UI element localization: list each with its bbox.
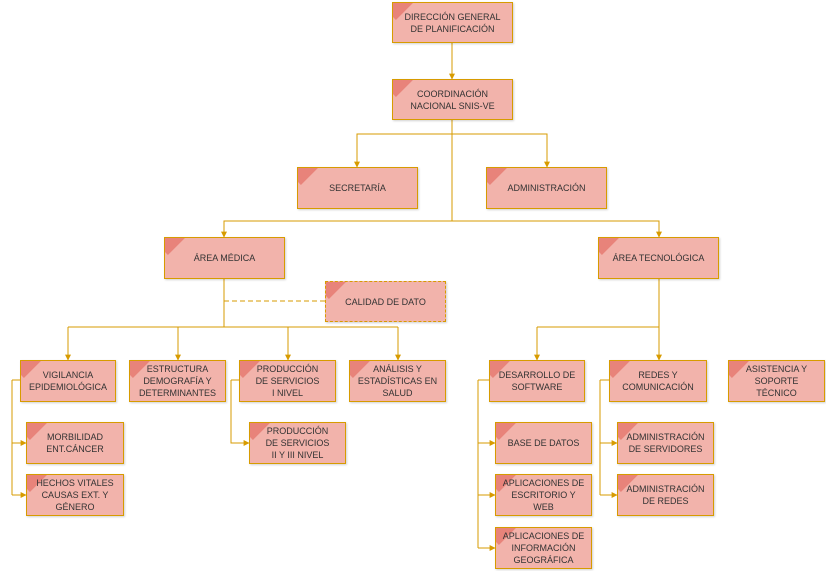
node-produccion-1[interactable]: PRODUCCIÓN DE SERVICIOS I NIVEL [239,360,336,402]
node-redes-label: REDES Y COMUNICACIÓN [622,370,694,392]
node-morbilidad-label: MORBILIDAD ENT.CÁNCER [46,432,104,454]
connector-line [452,220,662,238]
node-estructura[interactable]: ESTRUCTURA DEMOGRAFÍA Y DETERMINANTES [129,360,226,402]
node-calidad-label: CALIDAD DE DATO [345,296,426,307]
node-admin-redes-label: ADMINISTRACIÓN DE REDES [626,484,705,506]
node-vigilancia[interactable]: VIGILANCIA EPIDEMIOLÓGICA [20,360,116,402]
node-area-medica-label: ÁREA MÉDICA [193,253,256,263]
node-direccion[interactable]: DIRECCIÓN GENERAL DE PLANIFICACIÓN [392,2,513,43]
node-estructura-label: ESTRUCTURA DEMOGRAFÍA Y DETERMINANTES [138,364,216,398]
node-desarrollo-label: DESARROLLO DE SOFTWARE [498,370,576,392]
node-administracion[interactable]: ADMINISTRACIÓN [486,167,607,209]
node-analisis-label: ANÁLISIS Y ESTADÍSTICAS EN SALUD [357,364,438,398]
node-asistencia-label: ASISTENCIA Y SOPORTE TÉCNICO [745,364,808,398]
node-redes[interactable]: REDES Y COMUNICACIÓN [609,360,707,402]
node-area-medica[interactable]: ÁREA MÉDICA [164,237,285,279]
connector-line [230,380,250,446]
connector-line [221,220,452,238]
node-produccion-2-label: PRODUCCIÓN DE SERVICIOS II Y III NIVEL [265,426,330,460]
node-aplicaciones-web-label: APLICACIONES DE ESCRITORIO Y WEB [502,478,585,512]
node-coordinacion[interactable]: COORDINACIÓN NACIONAL SNIS-VE [392,79,513,120]
node-hechos-vitales[interactable]: HECHOS VITALES CAUSAS EXT. Y GÉNERO [26,474,124,516]
node-produccion-2[interactable]: PRODUCCIÓN DE SERVICIOS II Y III NIVEL [249,422,346,464]
node-area-tecnologica[interactable]: ÁREA TECNOLÓGICA [598,237,719,279]
node-vigilancia-label: VIGILANCIA EPIDEMIOLÓGICA [28,370,108,392]
node-admin-servidores[interactable]: ADMINISTRACIÓN DE SERVIDORES [617,422,714,464]
connector-line [354,133,452,168]
node-morbilidad[interactable]: MORBILIDAD ENT.CÁNCER [26,422,124,464]
node-produccion-1-label: PRODUCCIÓN DE SERVICIOS I NIVEL [255,364,320,398]
node-aplicaciones-geo[interactable]: APLICACIONES DE INFORMACIÓN GEOGRÁFICA [495,527,592,569]
node-desarrollo[interactable]: DESARROLLO DE SOFTWARE [489,360,585,402]
node-admin-servidores-label: ADMINISTRACIÓN DE SERVIDORES [626,432,705,454]
node-area-tecnologica-label: ÁREA TECNOLÓGICA [612,253,705,263]
node-secretaria[interactable]: SECRETARÍA [297,167,418,209]
node-analisis[interactable]: ANÁLISIS Y ESTADÍSTICAS EN SALUD [349,360,446,402]
node-asistencia[interactable]: ASISTENCIA Y SOPORTE TÉCNICO [728,360,825,402]
node-admin-redes[interactable]: ADMINISTRACIÓN DE REDES [617,474,714,516]
node-calidad[interactable]: CALIDAD DE DATO [325,281,446,322]
connector-line [452,133,550,168]
node-base-datos[interactable]: BASE DE DATOS [495,422,592,464]
node-coordinacion-label: COORDINACIÓN NACIONAL SNIS-VE [410,88,495,111]
node-aplicaciones-geo-label: APLICACIONES DE INFORMACIÓN GEOGRÁFICA [502,531,585,565]
node-secretaria-label: SECRETARÍA [329,183,386,193]
node-aplicaciones-web[interactable]: APLICACIONES DE ESCRITORIO Y WEB [495,474,592,516]
node-hechos-vitales-label: HECHOS VITALES CAUSAS EXT. Y GÉNERO [36,478,114,512]
node-direccion-label: DIRECCIÓN GENERAL DE PLANIFICACIÓN [404,11,501,34]
node-administracion-label: ADMINISTRACIÓN [507,183,586,193]
node-base-datos-label: BASE DE DATOS [507,438,580,448]
